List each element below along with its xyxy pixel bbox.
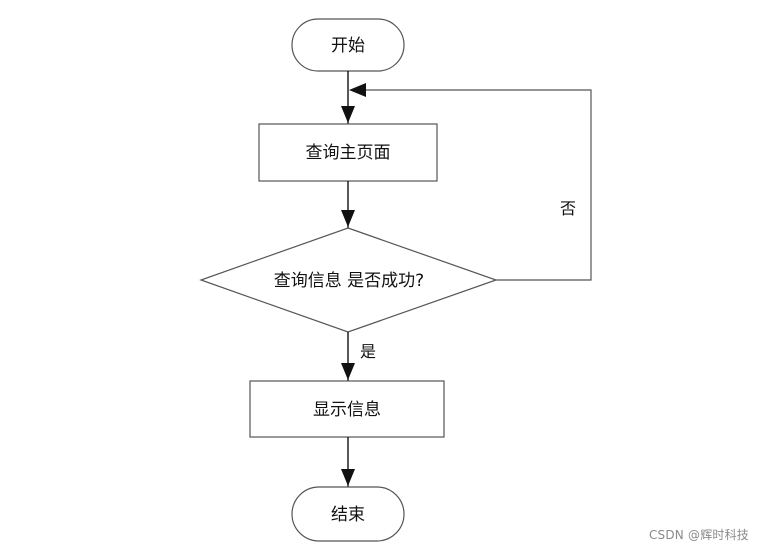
loop-back-arrowhead: [349, 83, 366, 97]
query-home-process: 查询主页面: [258, 123, 438, 182]
end-terminator: 结束: [291, 486, 405, 542]
query-home-label: 查询主页面: [306, 143, 391, 163]
arrowhead-query-to-decision: [341, 210, 355, 227]
yes-label: 是: [360, 342, 376, 361]
decision-diamond: 查询信息 是否成功?: [199, 227, 498, 333]
show-info-label: 显示信息: [313, 400, 381, 420]
watermark: CSDN @辉时科技: [648, 528, 749, 542]
arrowhead-start-to-query: [341, 106, 355, 123]
show-info-process: 显示信息: [249, 380, 445, 438]
arrowhead-decision-to-show: [341, 363, 355, 380]
loop-back-connector: [366, 89, 592, 281]
decision-label: 查询信息 是否成功?: [274, 271, 424, 291]
arrowhead-show-to-end: [341, 469, 355, 486]
start-label: 开始: [331, 36, 365, 56]
start-terminator: 开始: [291, 18, 405, 72]
end-label: 结束: [331, 505, 365, 525]
no-label: 否: [560, 199, 576, 218]
